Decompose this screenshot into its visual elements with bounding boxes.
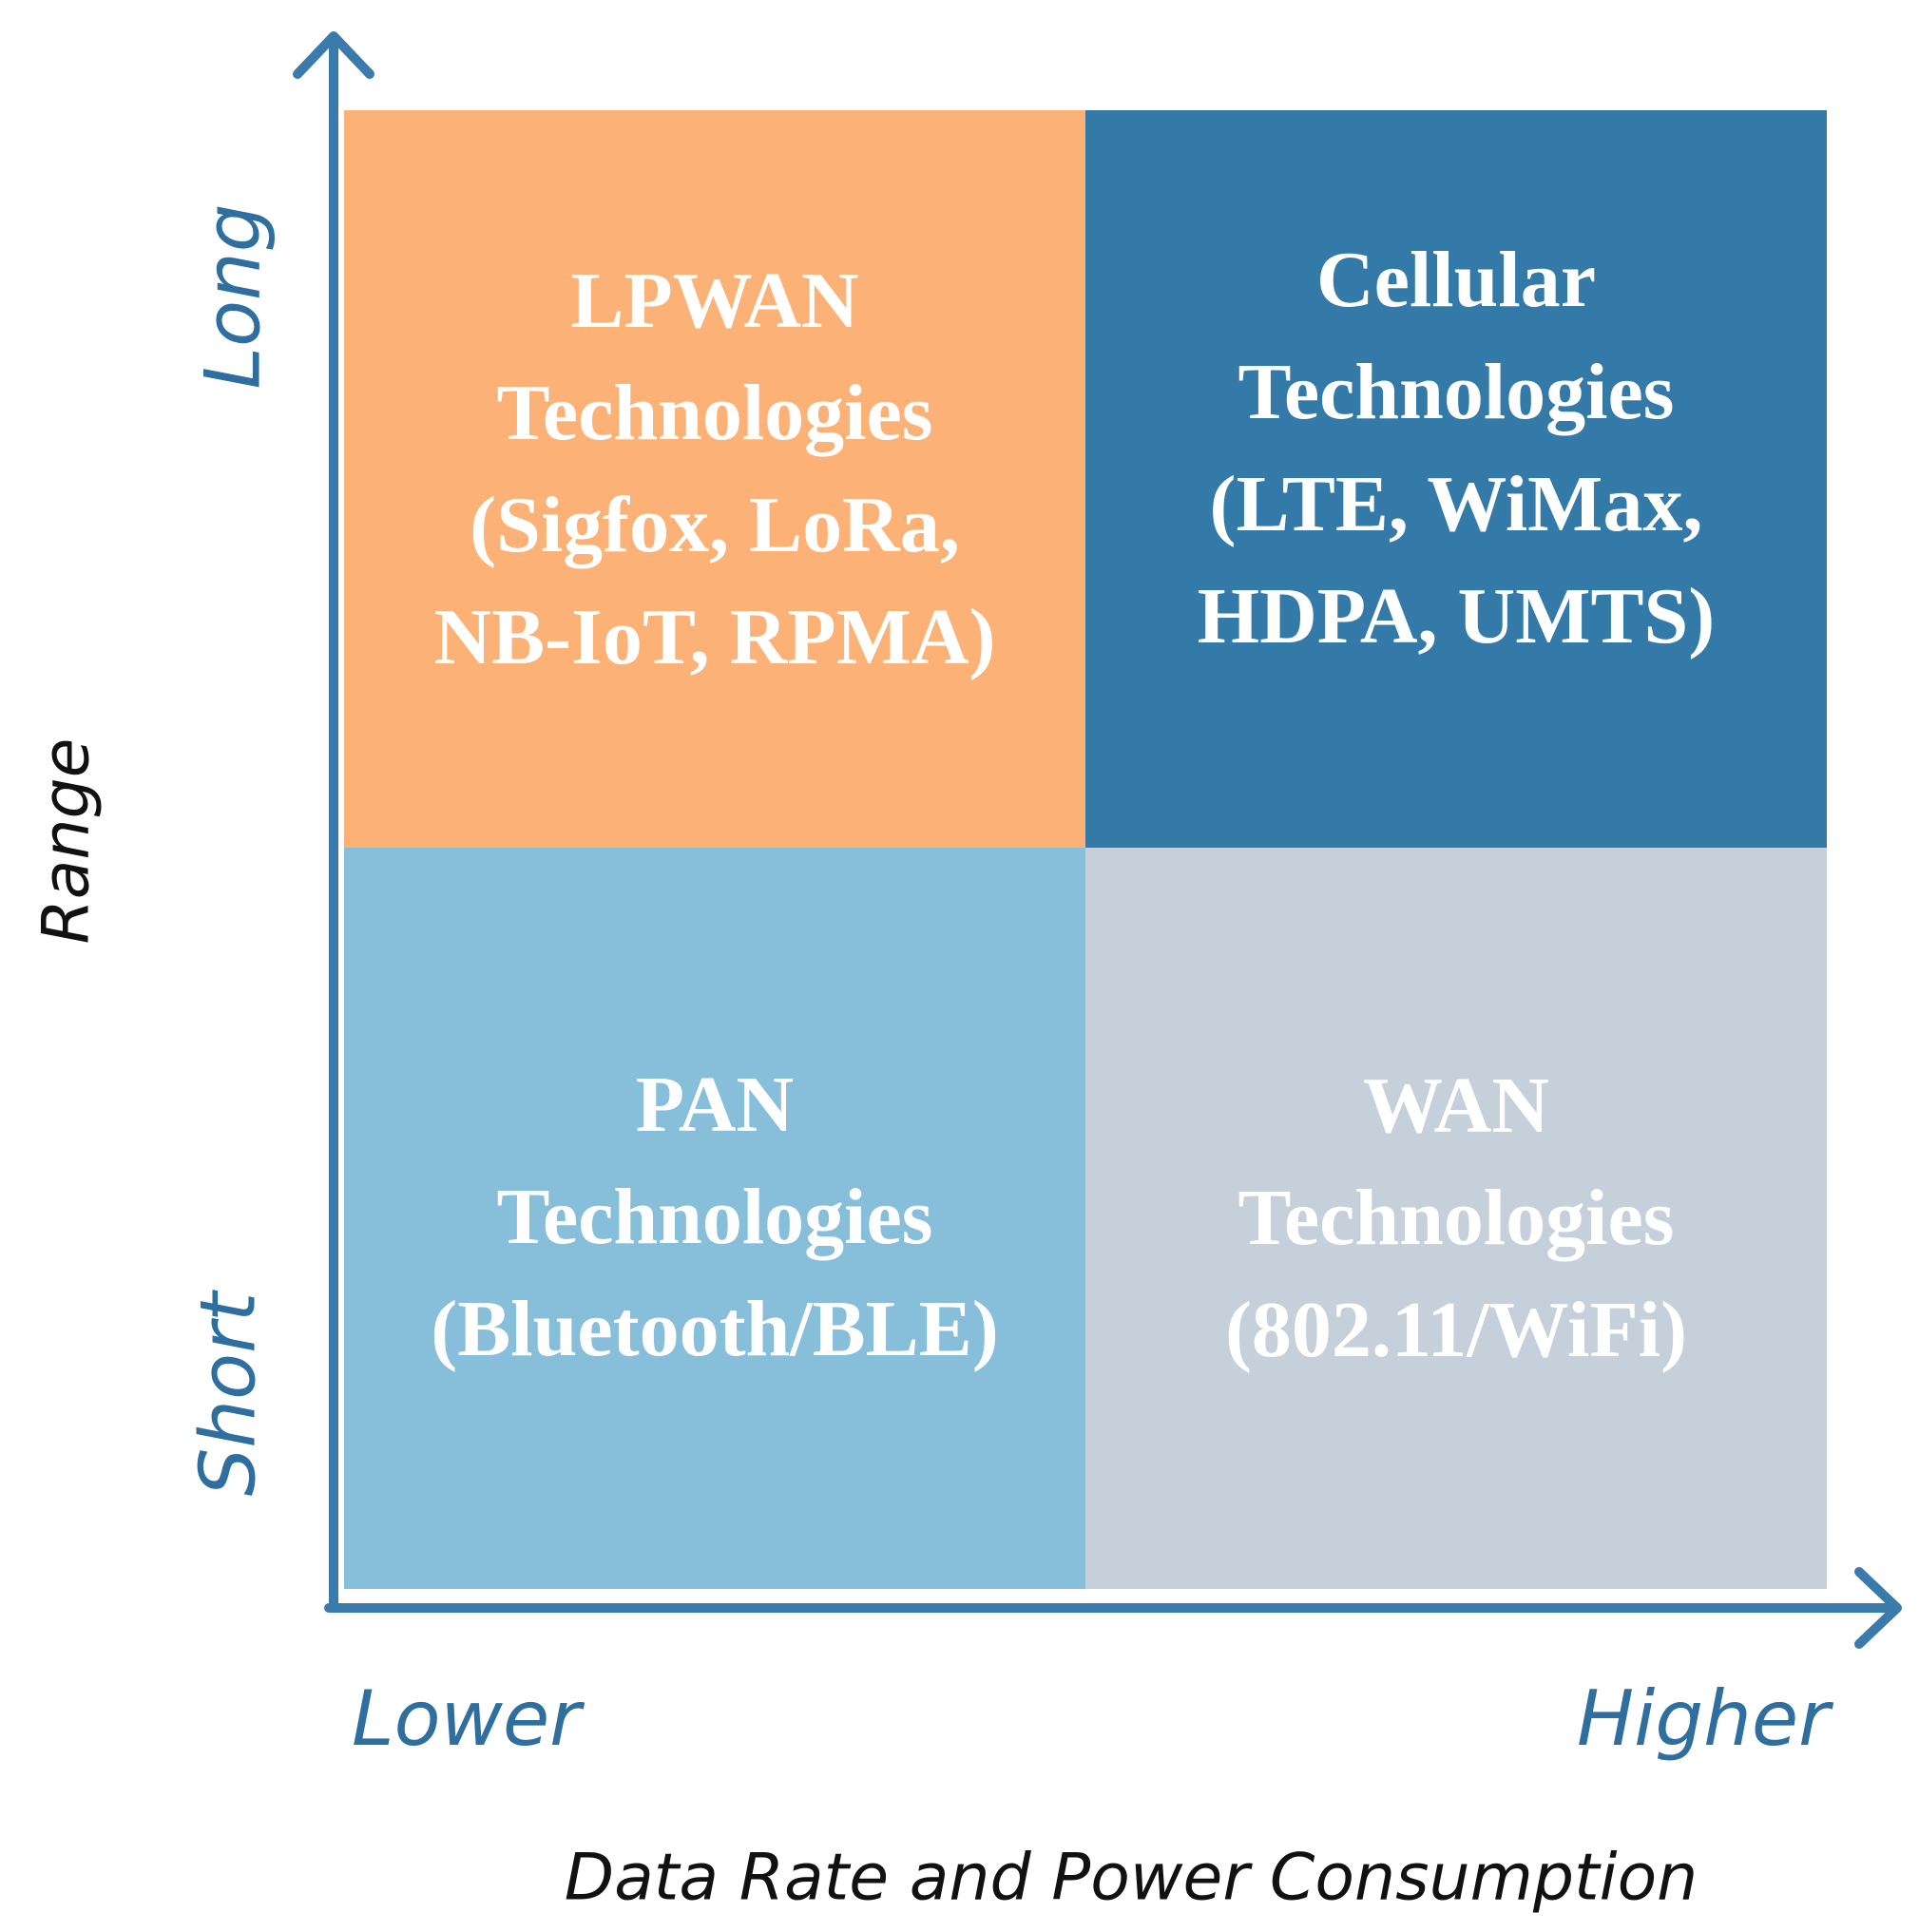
quadrant-wan: WAN Technologies (802.11/WiFi) xyxy=(1085,848,1827,1589)
x-axis-high-label: Higher xyxy=(1577,1674,1830,1763)
quadrant-cellular-line-3: (LTE, WiMax, xyxy=(1209,460,1703,548)
quadrant-lpwan-line-2: Technologies xyxy=(496,369,933,457)
quadrant-lpwan-line-3: (Sigfox, LoRa, xyxy=(470,481,960,569)
y-axis-title: Range xyxy=(29,737,105,945)
x-axis-title: Data Rate and Power Consumption xyxy=(564,1840,1698,1916)
y-axis-arrowhead-icon xyxy=(293,31,374,79)
quadrant-wan-line-2: Technologies xyxy=(1238,1174,1675,1262)
quadrant-wan-line-1: WAN xyxy=(1362,1062,1549,1150)
x-axis-arrowhead-icon xyxy=(1854,1567,1902,1649)
quadrant-pan-line-2: Technologies xyxy=(496,1172,933,1261)
quadrant-pan: PAN Technologies (Bluetooth/BLE) xyxy=(344,848,1085,1589)
quadrant-cellular-line-4: HDPA, UMTS) xyxy=(1197,572,1716,660)
quadrant-lpwan-line-4: NB-IoT, RPMA) xyxy=(433,593,996,681)
y-axis-high-label: Long xyxy=(188,203,278,390)
quadrant-pan-line-3: (Bluetooth/BLE) xyxy=(431,1284,999,1373)
x-axis-low-label: Lower xyxy=(352,1674,582,1763)
quadrant-cellular: Cellular Technologies (LTE, WiMax, HDPA,… xyxy=(1085,110,1827,848)
quadrant-lpwan: LPWAN Technologies (Sigfox, LoRa, NB-IoT… xyxy=(344,110,1085,848)
quadrant-cellular-line-2: Technologies xyxy=(1238,348,1675,436)
y-axis-low-label: Short xyxy=(183,1291,273,1497)
quadrant-wan-line-3: (802.11/WiFi) xyxy=(1224,1286,1688,1374)
quadrant-cellular-line-1: Cellular xyxy=(1316,236,1596,324)
quadrant-pan-line-1: PAN xyxy=(635,1060,795,1149)
quadrant-lpwan-line-1: LPWAN xyxy=(570,257,859,345)
